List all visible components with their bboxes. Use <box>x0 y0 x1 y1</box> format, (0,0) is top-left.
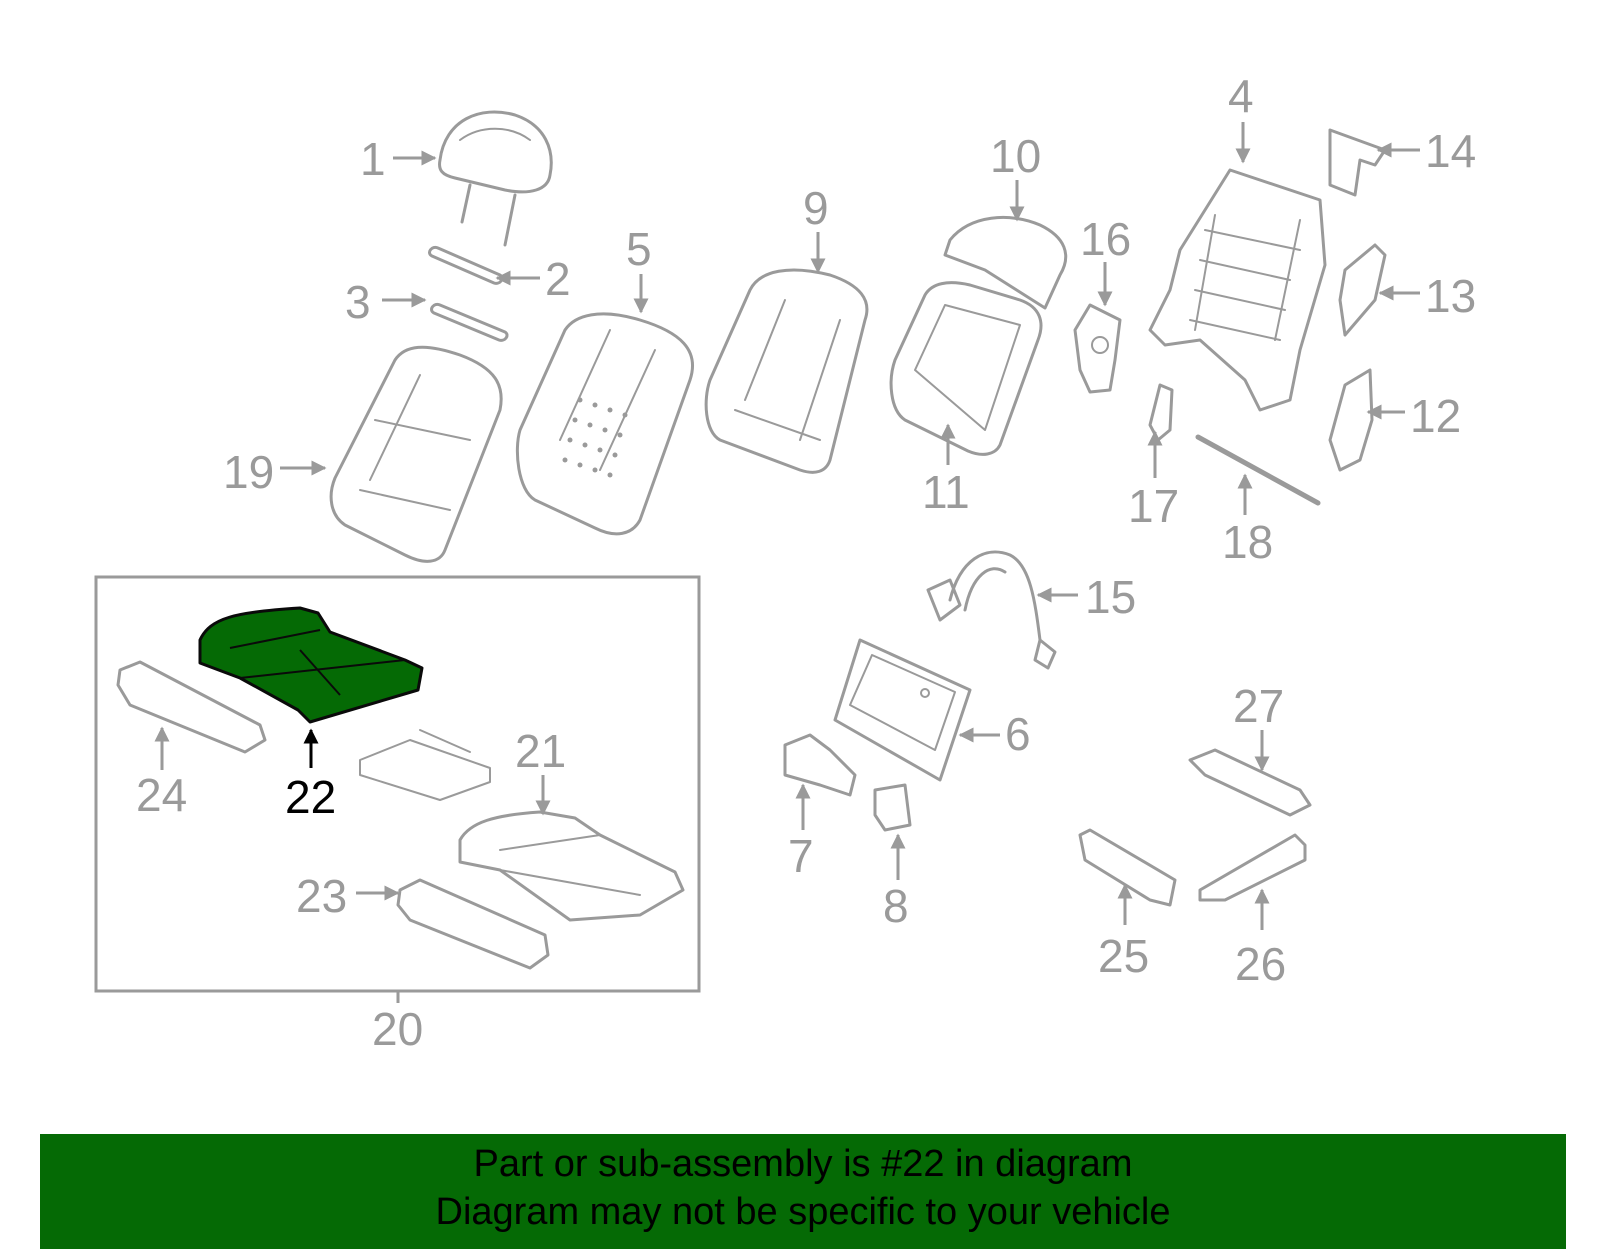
callout-13: 13 <box>1425 270 1476 322</box>
callout-26: 26 <box>1235 938 1286 990</box>
seatback-cover-part <box>329 345 503 563</box>
headrest-guide-part <box>428 245 509 342</box>
seatback-board-part <box>889 281 1043 456</box>
callout-23: 23 <box>296 870 347 922</box>
callout-7: 7 <box>788 830 814 882</box>
callout-11: 11 <box>922 466 970 518</box>
callout-20: 20 <box>372 1003 423 1055</box>
callout-15: 15 <box>1085 571 1136 623</box>
callout-21: 21 <box>515 725 566 777</box>
small-clip-part <box>1148 383 1174 442</box>
connector-part <box>783 733 912 832</box>
rod-part <box>1195 434 1321 506</box>
callout-19: 19 <box>223 446 274 498</box>
callout-17: 17 <box>1128 480 1179 532</box>
upper-trim-panel-part <box>943 215 1068 310</box>
side-shield-part <box>1328 368 1374 472</box>
back-panel-part <box>833 638 972 782</box>
callout-27: 27 <box>1233 680 1284 732</box>
seat-cushion-cover-highlighted <box>198 606 424 724</box>
callout-22-highlighted: 22 <box>285 771 336 823</box>
seatback-cover-perforated-part <box>515 312 695 536</box>
callout-6: 6 <box>1005 708 1031 760</box>
callout-8: 8 <box>883 880 909 932</box>
callout-18: 18 <box>1222 516 1273 568</box>
cushion-side-bolster-part <box>396 878 550 970</box>
callout-5: 5 <box>626 223 652 275</box>
callout-14: 14 <box>1425 125 1476 177</box>
side-trim-part <box>1198 833 1307 902</box>
notice-line-1: Part or sub-assembly is #22 in diagram <box>473 1143 1133 1185</box>
callout-16: 16 <box>1080 213 1131 265</box>
frame-clip-part <box>1328 128 1387 197</box>
headrest-part <box>438 110 553 247</box>
callout-4: 4 <box>1228 70 1254 122</box>
notice-line-2: Diagram may not be specific to your vehi… <box>435 1191 1171 1233</box>
callout-24: 24 <box>136 769 187 821</box>
callout-1: 1 <box>360 133 386 185</box>
notice-banner: Part or sub-assembly is #22 in diagram D… <box>40 1134 1566 1249</box>
side-bracket-part <box>1338 243 1387 337</box>
recliner-bracket-part <box>1073 303 1122 394</box>
lower-trim-part <box>1078 828 1177 907</box>
callout-25: 25 <box>1098 930 1149 982</box>
seatback-frame-part <box>1148 168 1327 412</box>
cushion-pad-part <box>458 810 685 922</box>
callout-9: 9 <box>803 182 829 234</box>
leader-arrows <box>154 122 1420 930</box>
rear-cover-part <box>1188 748 1312 817</box>
callout-12: 12 <box>1410 390 1461 442</box>
seatback-pad-part <box>704 268 869 474</box>
callout-10: 10 <box>990 130 1041 182</box>
heater-mat-part <box>359 729 491 801</box>
callout-3: 3 <box>345 276 371 328</box>
wire-harness-part <box>926 550 1057 670</box>
cushion-side-pad-part <box>116 660 267 754</box>
callout-2: 2 <box>545 253 571 305</box>
